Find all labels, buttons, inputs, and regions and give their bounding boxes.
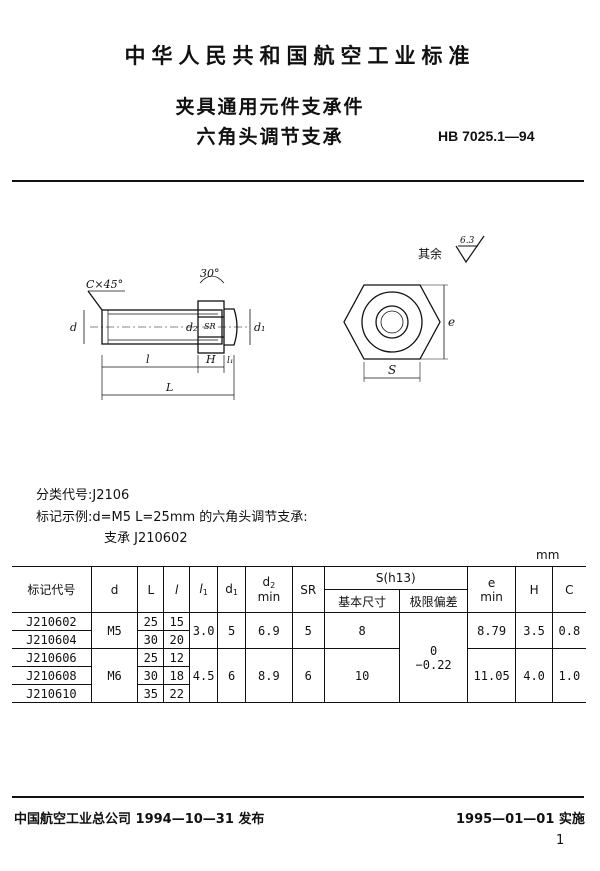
- group-s: 10: [323, 648, 401, 703]
- d1-label: d₁: [254, 321, 265, 334]
- row-l: 12: [163, 648, 191, 667]
- l1-label: l₁: [227, 356, 234, 366]
- marking-result: 支承 J210602: [104, 531, 188, 546]
- header-code: 标记代号: [12, 566, 92, 613]
- document-title-line1: 夹具通用元件支承件: [175, 96, 365, 118]
- group-d2: 6.9: [245, 612, 293, 649]
- group-sr: 5: [291, 612, 325, 649]
- e-label: e: [448, 315, 455, 329]
- roughness-check-icon: [455, 235, 485, 264]
- row-code: J210604: [12, 630, 92, 649]
- roughness-prefix: 其余: [418, 246, 442, 261]
- classification-code: 分类代号:J2106: [36, 488, 130, 503]
- issued-date: 中国航空工业总公司 1994—10—31 发布: [14, 812, 265, 827]
- row-l: 22: [163, 684, 190, 703]
- row-code: J210610: [12, 684, 92, 703]
- d2-label: d₂: [186, 321, 197, 334]
- group-C: 0.8: [551, 612, 586, 649]
- header-l: l: [163, 566, 191, 613]
- s-label: S: [388, 363, 396, 377]
- header-rule: [12, 180, 584, 182]
- group-d1: 5: [217, 612, 247, 649]
- angle-label: 30°: [200, 267, 220, 280]
- row-L: 25: [137, 648, 165, 667]
- document-title-line2: 六角头调节支承: [196, 126, 344, 148]
- group-C: 1.0: [551, 648, 586, 703]
- header-d: d: [90, 566, 139, 613]
- page-number: 1: [556, 833, 565, 848]
- group-d: M5: [90, 612, 139, 649]
- group-e: 8.79: [466, 612, 517, 649]
- group-H: 4.0: [515, 648, 553, 703]
- header-s-deviation: 极限偏差: [399, 589, 468, 613]
- row-l: 18: [163, 666, 190, 685]
- row-L: 30: [137, 630, 165, 649]
- header-L: L: [137, 566, 165, 613]
- standard-header: 中华人民共和国航空工业标准: [124, 44, 476, 68]
- row-code: J210608: [12, 666, 92, 685]
- header-l1: l1: [189, 566, 219, 613]
- marking-example: 标记示例:d=M5 L=25mm 的六角头调节支承:: [36, 510, 308, 525]
- group-l1: 3.0: [189, 612, 219, 649]
- header-H: H: [515, 566, 553, 613]
- group-sr: 6: [291, 648, 325, 703]
- standard-code: HB 7025.1—94: [438, 128, 535, 144]
- row-L: 30: [137, 666, 165, 685]
- d-label: d: [70, 321, 77, 334]
- table-row: J210604 30 20: [12, 630, 586, 649]
- row-code: J210602: [12, 612, 92, 631]
- group-d1: 6: [217, 648, 247, 703]
- header-sr: SR: [291, 566, 325, 613]
- row-l: 15: [163, 612, 191, 631]
- header-s-basic: 基本尺寸: [324, 589, 401, 613]
- table-row: J210606 M6 25 12 4.5 6 8.9 6 10 11.05 4.…: [12, 648, 586, 703]
- group-l1: 4.5: [189, 648, 219, 703]
- sr-label: SR: [204, 322, 216, 331]
- surface-roughness-symbol: 其余 6.3: [418, 235, 485, 264]
- row-code: J210606: [12, 648, 92, 667]
- bolt-side-view-drawing: C×45° 30° d d₂ SR d₁ l H l₁ L: [70, 267, 265, 400]
- header-d1: d1: [217, 566, 247, 613]
- chamfer-label: C×45°: [86, 278, 123, 291]
- h-label: H: [205, 353, 216, 366]
- group-e: 11.05: [466, 648, 517, 703]
- footer-rule: [12, 796, 584, 798]
- header-C: C: [551, 566, 586, 613]
- L-label: L: [165, 381, 173, 394]
- row-l: 20: [163, 630, 190, 649]
- row-L: 25: [137, 612, 165, 631]
- row-L: 35: [137, 684, 165, 703]
- group-d2: 8.9: [245, 648, 293, 703]
- table-row: J210602 M5 25 15 3.0 5 6.9 5 8 0−0.22 8.…: [12, 612, 586, 703]
- roughness-value: 6.3: [460, 236, 475, 246]
- table-row: J210610 35 22: [12, 684, 586, 703]
- hex-end-view-drawing: e S: [343, 284, 455, 382]
- effective-date: 1995—01—01 实施: [456, 812, 585, 827]
- s-deviation: 0−0.22: [399, 612, 468, 703]
- header-s: S(h13): [323, 566, 468, 590]
- unit-label: mm: [536, 548, 560, 562]
- group-s: 8: [323, 612, 401, 649]
- group-H: 3.5: [515, 612, 553, 649]
- group-d: M6: [90, 648, 139, 703]
- l-label: l: [146, 353, 150, 366]
